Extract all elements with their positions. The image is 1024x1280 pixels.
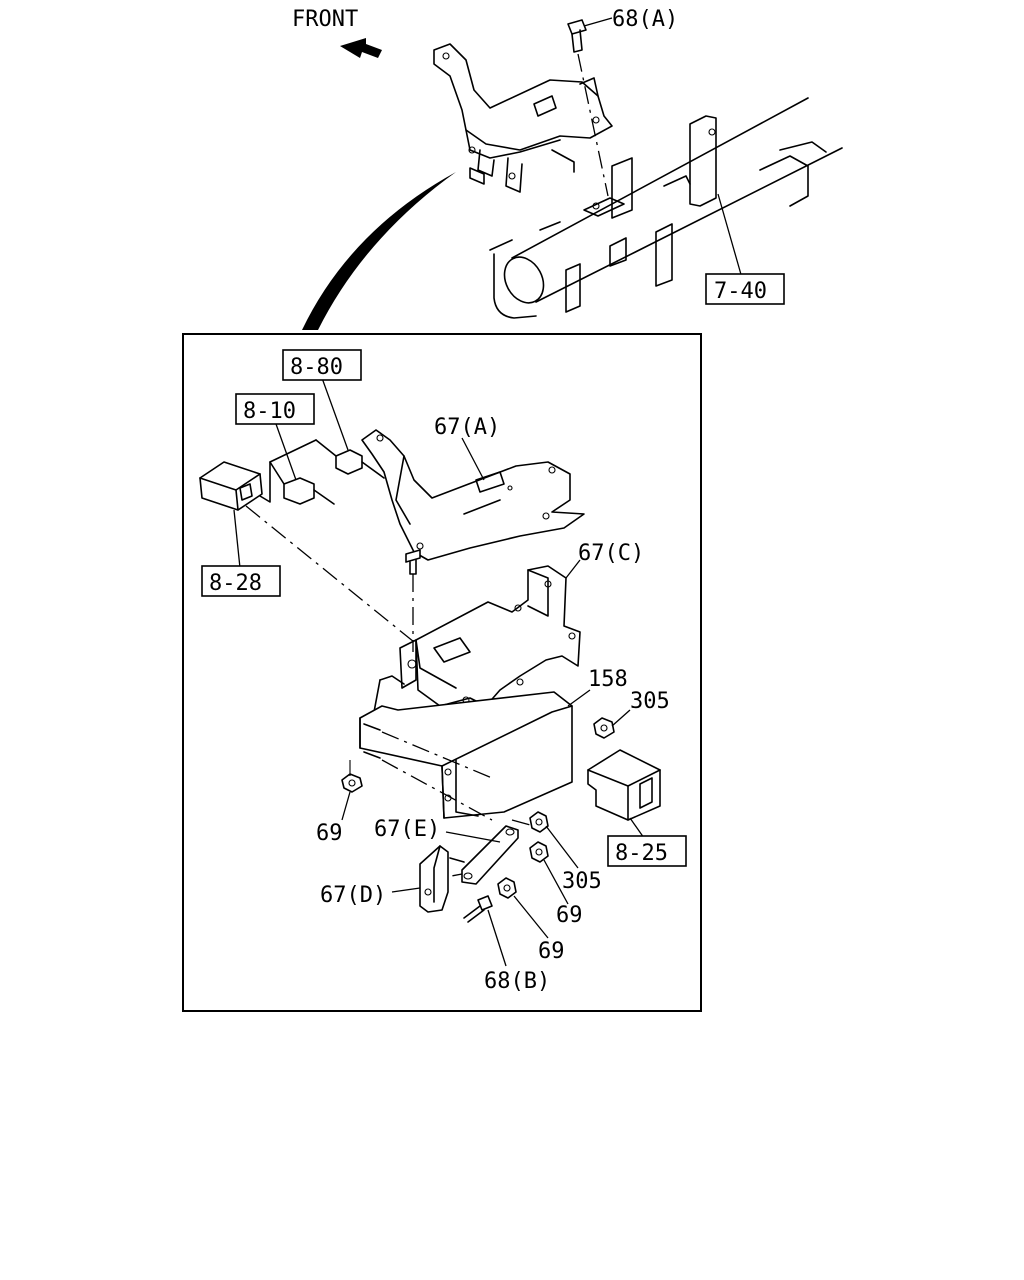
- leader-8-10: [275, 423, 297, 481]
- leader-158: [567, 689, 591, 707]
- front-label: FRONT: [292, 7, 358, 32]
- callout-69-mid: 69: [556, 903, 583, 928]
- leader-8-28: [233, 509, 241, 569]
- bolt-68a-top: [567, 19, 609, 197]
- screw-67a: [405, 549, 421, 652]
- callout-8-10: 8-10: [243, 399, 296, 424]
- leader-8-80: [321, 377, 349, 451]
- cross-car-beam: [489, 97, 843, 319]
- upper-assembly-illustration: [433, 17, 843, 319]
- callout-68b: 68(B): [484, 969, 550, 994]
- callout-8-28-box: [201, 565, 281, 597]
- callout-69-low: 69: [538, 939, 565, 964]
- nut-69-low: [497, 877, 549, 939]
- nut-69-mid: [529, 841, 569, 905]
- steering-bracket-top: [433, 43, 613, 193]
- control-unit-158: [359, 691, 573, 827]
- callout-305-top: 305: [630, 689, 670, 714]
- callout-8-80-box: [282, 349, 362, 381]
- callout-8-25: 8-25: [615, 841, 668, 866]
- callout-69-left: 69: [316, 821, 343, 846]
- nut-305-top: [593, 709, 631, 739]
- connector-8-10: [259, 461, 335, 505]
- nut-305-low: [529, 811, 579, 869]
- callout-8-10-box: [235, 393, 315, 425]
- front-arrow-icon: [340, 38, 382, 58]
- front-direction-indicator: FRONT: [292, 7, 382, 58]
- callout-158: 158: [588, 667, 628, 692]
- bolt-68b: [463, 895, 507, 967]
- callout-8-25-box: [607, 835, 687, 867]
- bracket-67d: [391, 845, 465, 913]
- callout-67e: 67(E): [374, 817, 440, 842]
- callout-67a: 67(A): [434, 415, 500, 440]
- detail-pointer-arrow: [302, 172, 456, 330]
- callout-67c: 67(C): [578, 541, 644, 566]
- detail-frame: [182, 333, 702, 1012]
- strap-67e: [419, 825, 519, 885]
- bracket-67a: [361, 429, 585, 561]
- callout-7-40-box: [705, 273, 785, 305]
- cover-8-25: [587, 749, 661, 839]
- callout-67d: 67(D): [320, 883, 386, 908]
- leader-67c: [565, 559, 581, 579]
- nut-69-left: [341, 760, 363, 821]
- callout-8-80: 8-80: [290, 355, 343, 380]
- leader-67a: [461, 437, 485, 481]
- bracket-67c: [373, 565, 581, 713]
- connector-8-28: [199, 461, 263, 511]
- callout-68a-top: 68(A): [612, 7, 678, 32]
- callout-8-28: 8-28: [209, 571, 262, 596]
- connector-8-80: [269, 439, 385, 479]
- callout-305-low: 305: [562, 869, 602, 894]
- callout-7-40: 7-40: [714, 279, 767, 304]
- detail-illustration: [199, 377, 661, 967]
